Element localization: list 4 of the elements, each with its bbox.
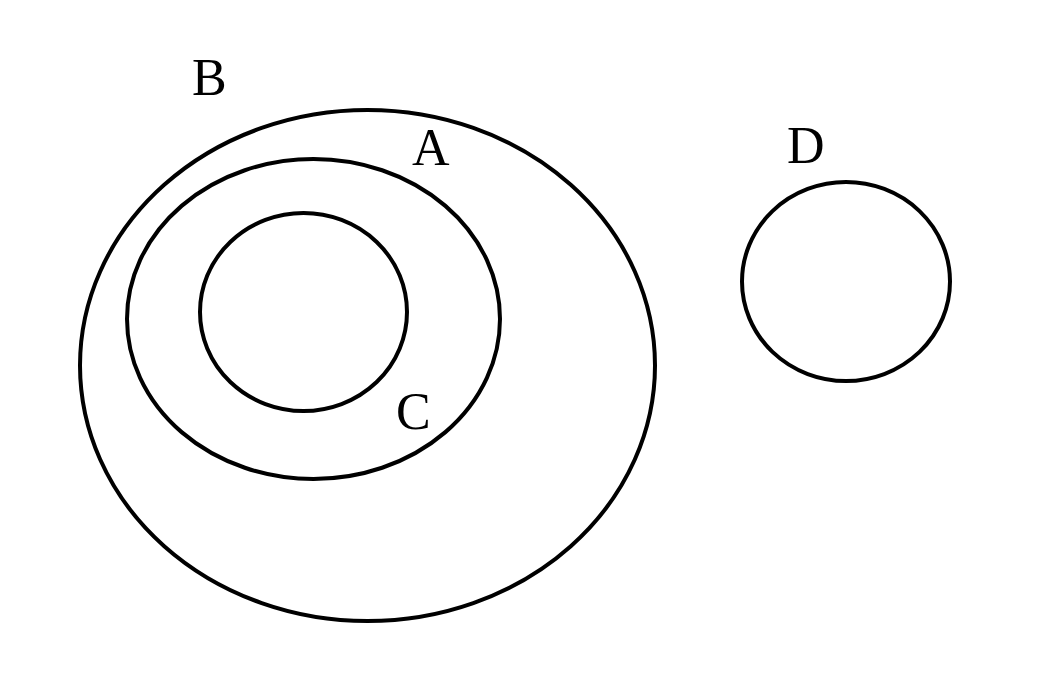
set-label: B bbox=[192, 52, 227, 104]
set-label: C bbox=[396, 386, 431, 438]
set-label: D bbox=[787, 120, 825, 172]
set-label: A bbox=[412, 122, 450, 174]
